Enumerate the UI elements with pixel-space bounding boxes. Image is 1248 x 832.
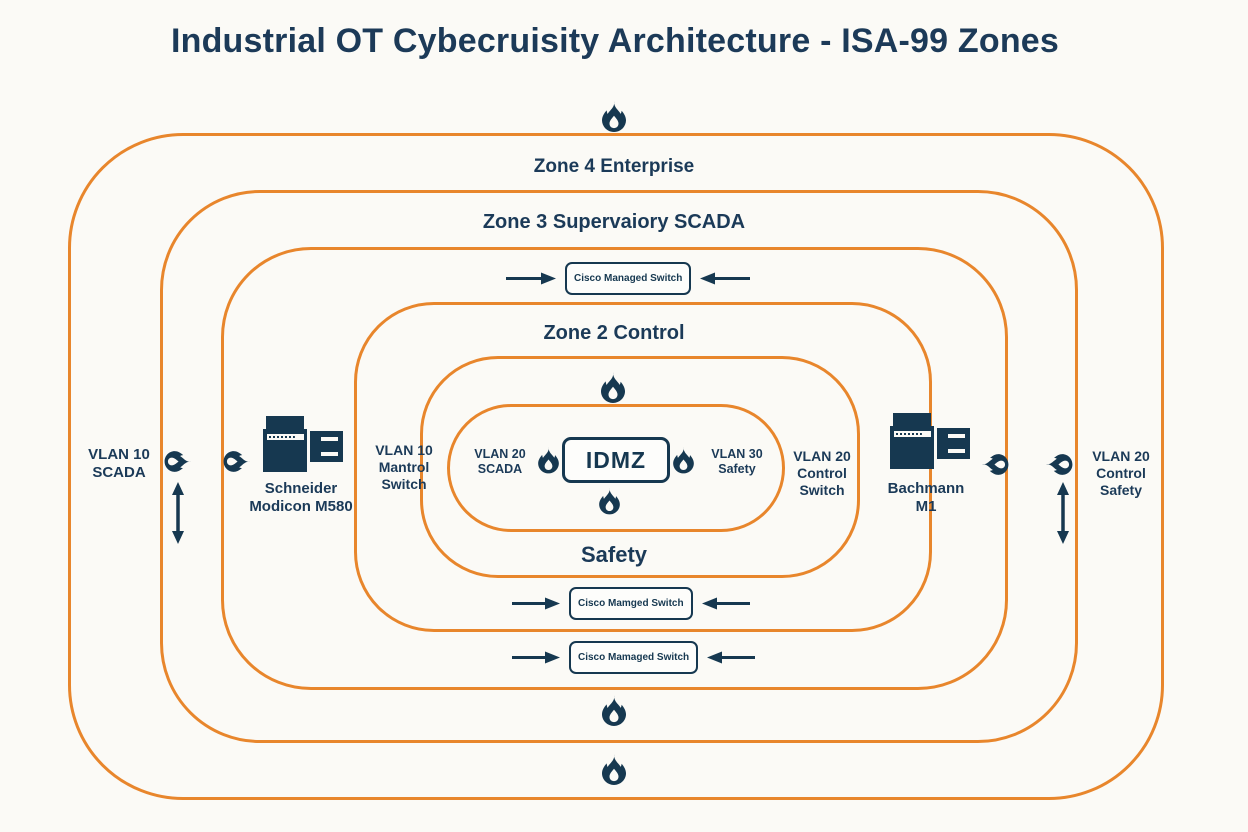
zone4-label: Zone 4 Enterprise (533, 156, 695, 177)
diagram-title: Industrial OT Cybecruisity Architecture … (170, 22, 1060, 60)
zone3-supervisory-boundary (160, 190, 1078, 743)
plc-port-slot (321, 437, 338, 441)
vlan10-scada-label: VLAN 10 SCADA (88, 446, 150, 482)
vertical-double-arrow-icon (1056, 482, 1070, 549)
schneider-device-label: Schneider Modicon M580 (249, 480, 353, 515)
bachmann-device-label: Bachmann M1 (887, 480, 965, 515)
plc-top-module (266, 416, 304, 429)
vlan20-scada-label: VLAN 20 SCADA (474, 447, 526, 477)
zone2-label: Zone 2 Control (543, 322, 685, 344)
safety-zone-boundary (420, 356, 860, 578)
arrow-right-icon (506, 272, 556, 285)
vlan20-control-switch-label: VLAN 20 Control Switch (793, 448, 851, 499)
vlan30-safety-label: VLAN 30 Safety (711, 447, 763, 477)
arrow-left-icon (707, 651, 756, 664)
plc-top-module (893, 413, 931, 426)
bachmann-plc-icon (890, 413, 970, 469)
plc-label-stripe (894, 431, 931, 437)
firewall-flame-icon (533, 445, 564, 476)
firewall-flame-icon (595, 370, 631, 406)
cisco-switch-top: Cisco Managed Switch (565, 262, 692, 295)
arrow-right-icon (512, 651, 560, 664)
plc-io-module (310, 431, 343, 462)
firewall-flame-icon (668, 445, 699, 476)
firewall-flame-icon (596, 99, 632, 135)
firewall-flame-icon (162, 446, 193, 477)
plc-io-module (937, 428, 970, 459)
vlan20-control-safety-label: VLAN 20 Control Safety (1092, 448, 1150, 499)
bottom-switch-row: Cisco Mamaged Switch (512, 641, 756, 674)
firewall-flame-icon (980, 449, 1011, 480)
arrow-right-icon (512, 597, 560, 610)
zone4-enterprise-boundary (68, 133, 1164, 800)
plc-port-slot (948, 434, 965, 438)
vertical-double-arrow-icon (171, 482, 185, 549)
arrow-left-icon (700, 272, 751, 285)
middle-switch-row: Cisco Mamged Switch (512, 587, 750, 620)
cisco-switch-bottom: Cisco Mamaged Switch (569, 641, 699, 674)
arrow-left-icon (701, 597, 750, 610)
top-switch-row: Cisco Managed Switch (506, 262, 751, 295)
vlan10-mantrol-switch-label: VLAN 10 Mantrol Switch (375, 442, 433, 493)
firewall-flame-icon (221, 446, 252, 477)
cisco-switch-middle: Cisco Mamged Switch (569, 587, 693, 620)
schneider-plc-icon (263, 416, 343, 472)
plc-label-stripe (267, 434, 304, 440)
firewall-flame-icon (596, 752, 632, 788)
firewall-flame-icon (594, 486, 625, 517)
idmz-zone-boundary (447, 404, 785, 532)
plc-port-slot (948, 449, 965, 453)
plc-port-slot (321, 452, 338, 456)
firewall-flame-icon (596, 693, 632, 729)
idmz-box: IDMZ (562, 437, 670, 483)
zone3-label: Zone 3 Supervaiory SCADA (482, 211, 746, 233)
firewall-flame-icon (1044, 449, 1075, 480)
safety-zone-label: Safety (580, 542, 648, 567)
